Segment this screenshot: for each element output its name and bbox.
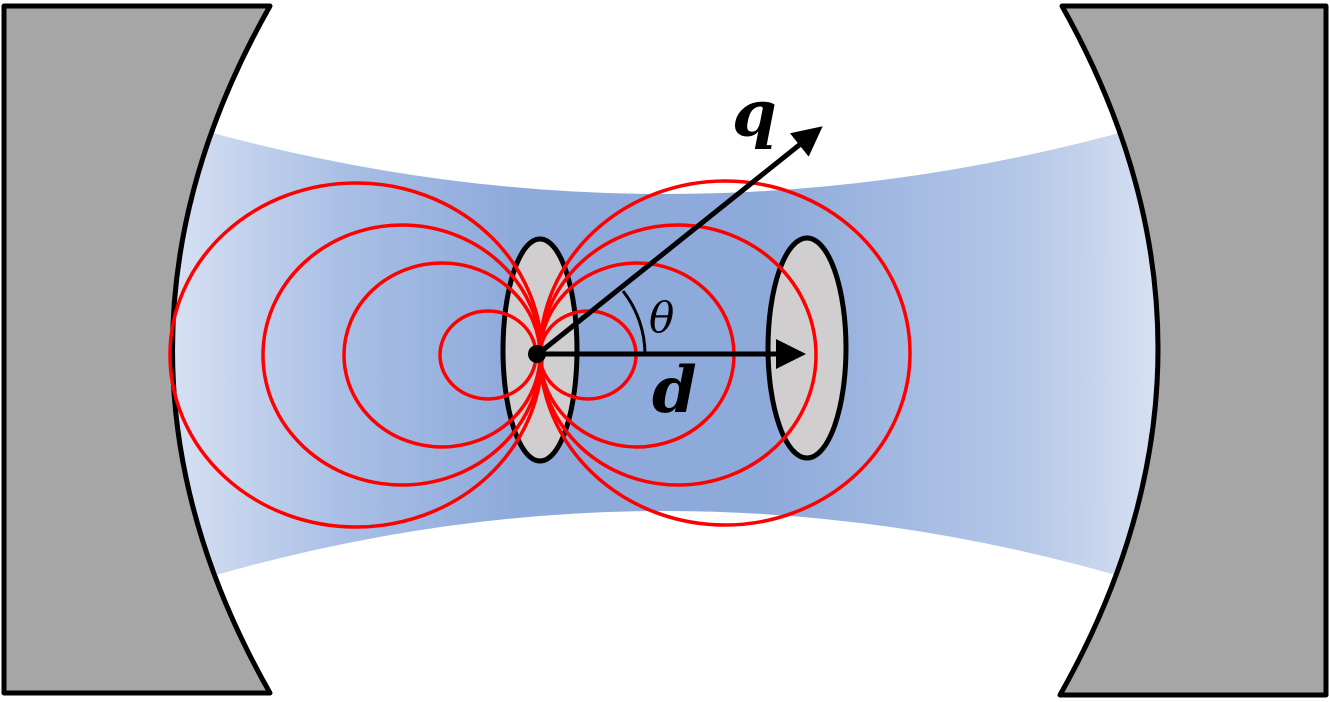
right-mirror — [1057, 3, 1329, 698]
left-mirror — [1, 3, 273, 696]
theta-arc — [621, 290, 647, 355]
dipole-origin-dot — [528, 345, 546, 363]
q-label: q — [732, 77, 777, 152]
dipole-disk-right — [765, 235, 849, 461]
q-vector-arrow — [536, 126, 823, 356]
theta-label: θ — [649, 293, 674, 342]
d-label: d — [652, 353, 697, 428]
